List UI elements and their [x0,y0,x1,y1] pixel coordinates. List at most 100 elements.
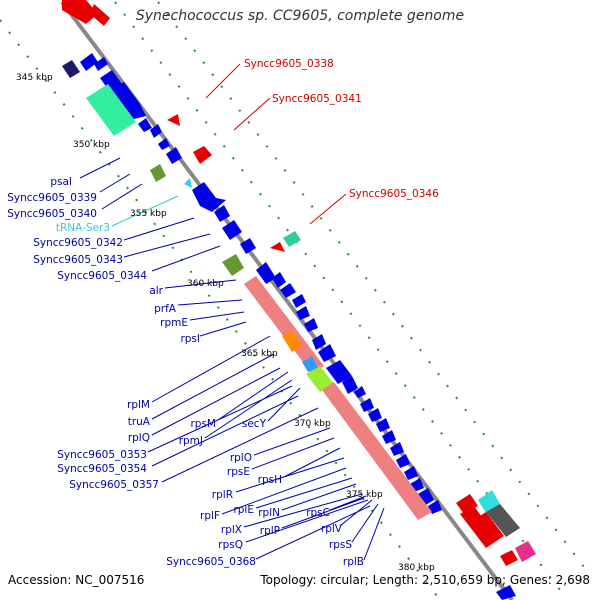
blue-gene-labels: psaI Syncc9605_0339 Syncc9605_0340 Syncc… [7,176,364,568]
gene-label[interactable]: prfA [154,303,177,315]
gene-label-red[interactable]: Syncc9605_0341 [272,93,362,105]
gene-label[interactable]: rplV [321,523,343,535]
gene-cds[interactable] [192,182,226,212]
gene-cds[interactable] [396,454,410,468]
gene-cds[interactable] [376,418,390,432]
gene-trna-ser3[interactable] [184,178,192,188]
gene-sky[interactable] [302,356,318,372]
gene-label-red[interactable]: Syncc9605_0346 [349,188,439,200]
gene-lime[interactable] [306,366,334,392]
gene-label[interactable]: rplQ [128,432,150,444]
gene-cds[interactable] [390,442,404,456]
gene-rrna-top[interactable] [62,0,98,24]
gene-olive-1[interactable] [150,164,166,182]
gene-cds[interactable] [280,283,296,298]
gene-label[interactable]: Syncc9605_0353 [57,449,147,461]
gene-label[interactable]: secY [242,418,267,430]
gene-label[interactable]: Syncc9605_0368 [166,556,256,568]
gene-label[interactable]: rpmJ [179,435,203,447]
gene-cds[interactable] [292,294,306,308]
gene-label[interactable]: rplR [212,489,233,501]
gene-rrna-top-2[interactable] [90,4,110,26]
kbp-tick: 350 kbp [73,140,110,150]
gene-label[interactable]: alr [149,285,163,297]
gene-cds[interactable] [272,272,286,288]
gene-cds[interactable] [312,334,326,350]
gene-syncc9605-0346[interactable] [270,242,285,252]
gene-cds[interactable] [428,500,442,514]
gene-outer-red-3[interactable] [460,506,498,548]
gene-label[interactable]: rpmE [160,317,188,329]
gene-label-red[interactable]: Syncc9605_0338 [244,58,334,70]
gene-label[interactable]: Syncc9605_0340 [7,208,97,220]
gene-label[interactable]: rplB [343,556,364,568]
gene-cds[interactable] [318,344,336,362]
kbp-tick: 375 kbp [346,490,383,500]
gene-cds[interactable] [158,138,170,150]
gene-label[interactable]: Syncc9605_0339 [7,192,97,204]
gene-label[interactable]: rpsS [329,539,352,551]
gene-label[interactable]: rplM [127,399,150,411]
gene-label[interactable]: rplN [258,507,280,519]
gene-label[interactable]: rpsQ [218,539,243,551]
gene-cds[interactable] [304,318,318,332]
gene-cds[interactable] [214,205,230,222]
gene-label[interactable]: rpsC [306,507,330,519]
gene-cds[interactable] [382,430,396,444]
gene-cds[interactable] [360,398,374,412]
gene-label[interactable]: rplX [221,524,242,536]
gene-outer-blue[interactable] [496,585,516,600]
gene-cds[interactable] [354,386,366,398]
gene-cds[interactable] [296,306,310,320]
gene-label[interactable]: rplP [260,525,280,537]
gene-cds[interactable] [404,466,418,480]
gene-cds[interactable] [256,262,276,284]
gene-dark-navy[interactable] [62,60,80,78]
gene-olive-2[interactable] [222,254,244,276]
gene-label[interactable]: truA [128,416,151,428]
gene-label[interactable]: rpsM [190,418,216,430]
gene-label[interactable]: Syncc9605_0354 [57,463,147,475]
gene-label[interactable]: rpsH [258,474,282,486]
gene-cds[interactable] [138,118,152,132]
gene-cds[interactable] [326,360,352,384]
gene-label[interactable]: rplE [233,504,254,516]
gene-label[interactable]: rplO [230,452,252,464]
gene-orange[interactable] [282,330,302,352]
inner-dot-track [0,19,441,600]
gene-label[interactable]: Syncc9605_0343 [33,254,123,266]
gene-cds[interactable] [94,57,108,71]
kbp-tick: 360 kbp [187,279,224,289]
gene-cds[interactable] [80,53,98,71]
gene-cds[interactable] [110,82,146,120]
kbp-tick-labels: 345 kbp 350 kbp 355 kbp 360 kbp 365 kbp … [16,73,435,573]
gene-label[interactable]: rpsE [227,466,250,478]
gene-syncc9605-0338[interactable] [167,114,180,126]
gene-label[interactable]: rplF [200,510,220,522]
gene-syncc9605-0341[interactable] [193,146,212,164]
gene-label[interactable]: psaI [50,176,72,188]
gene-cds[interactable] [222,220,242,240]
gene-cds[interactable] [166,147,182,164]
gene-cds[interactable] [150,124,162,138]
gene-cds[interactable] [240,238,256,254]
gene-rrna-aqua[interactable] [86,84,136,136]
gene-cds[interactable] [368,408,382,422]
gene-label[interactable]: rpsI [180,333,200,345]
kbp-tick: 370 kbp [294,419,331,429]
red-leader-lines [205,63,347,225]
gene-label[interactable]: Syncc9605_0357 [69,479,159,491]
gene-pink-block-2[interactable] [322,382,432,520]
gene-outer-gray[interactable] [486,504,520,537]
gene-cds[interactable] [342,376,358,394]
kbp-tick: 355 kbp [130,209,167,219]
gene-outer-pink[interactable] [515,541,536,562]
trna-label[interactable]: tRNA-Ser3 [56,222,110,234]
gene-trna-outer[interactable] [283,231,301,247]
gene-outer-red-4[interactable] [500,550,518,566]
gene-label[interactable]: Syncc9605_0344 [57,270,147,282]
gene-label[interactable]: Syncc9605_0342 [33,237,123,249]
gene-pink-block-1[interactable] [244,276,324,374]
kbp-tick: 380 kbp [398,563,435,573]
